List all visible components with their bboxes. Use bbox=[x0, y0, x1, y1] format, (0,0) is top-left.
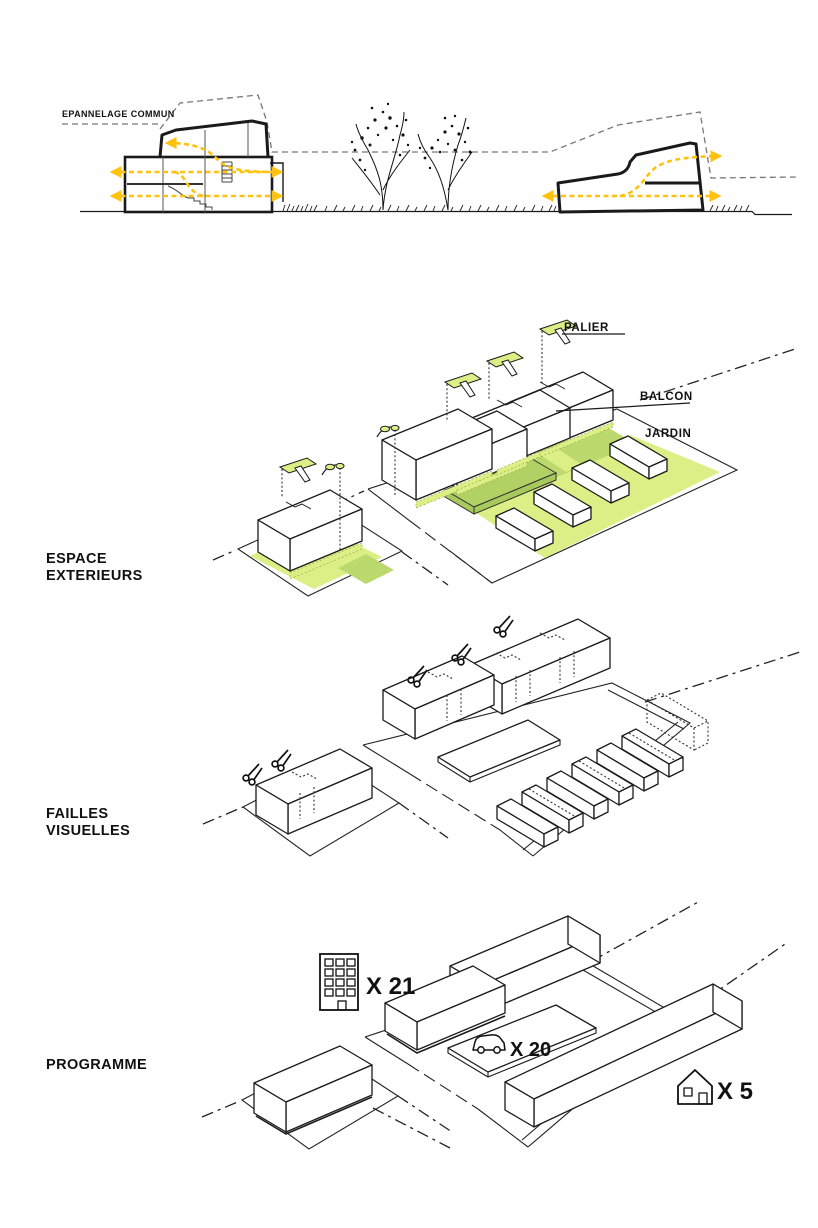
garden-row-houses bbox=[495, 435, 668, 552]
housing-bar bbox=[253, 1045, 373, 1135]
espace-section-title: ESPACE EXTERIEURS bbox=[46, 551, 143, 585]
programme-main-plot: X 20 bbox=[364, 915, 743, 1148]
circulation-arrows-left bbox=[109, 137, 284, 202]
espace-main-plot bbox=[367, 371, 739, 584]
grass-icon bbox=[282, 203, 750, 212]
palier-label: PALIER bbox=[564, 322, 609, 334]
programme-section-title: PROGRAMME bbox=[46, 1057, 147, 1074]
failles-section-title: FAILLES VISUELLES bbox=[46, 806, 130, 840]
ghost-volume bbox=[645, 692, 710, 751]
espace-annotations: PALIER BALCON JARDIN bbox=[555, 322, 693, 440]
cut-housing-block bbox=[382, 655, 495, 740]
house-icon bbox=[677, 1069, 713, 1105]
housing-block bbox=[257, 489, 363, 572]
right-building-section bbox=[541, 141, 723, 214]
site-section-drawing: EPANNELAGE COMMUN bbox=[62, 94, 799, 216]
houses-count-label: X 5 bbox=[717, 1078, 753, 1105]
apartment-building-icon bbox=[319, 953, 359, 1011]
failles-title-line1: FAILLES bbox=[46, 806, 109, 822]
height-envelope-line bbox=[62, 94, 799, 179]
scissors-icon bbox=[271, 749, 292, 772]
programme-left-plot bbox=[240, 1045, 400, 1150]
parking-count-label: X 20 bbox=[510, 1039, 551, 1061]
failles-title-line2: VISUELLES bbox=[46, 823, 131, 839]
balcony-strips bbox=[415, 421, 614, 509]
left-building-section bbox=[109, 119, 284, 214]
scissors-icon bbox=[242, 763, 263, 786]
failles-left-plot bbox=[241, 748, 401, 857]
shared-deck-slab bbox=[443, 455, 558, 515]
cut-row-houses bbox=[496, 692, 710, 848]
cut-housing-block bbox=[255, 748, 373, 835]
circulation-arrows-right bbox=[541, 150, 723, 202]
apartments-count-label: X 21 bbox=[366, 973, 415, 1000]
envelope-label: EPANNELAGE COMMUN bbox=[62, 109, 175, 119]
housing-block bbox=[381, 408, 493, 501]
ground-line bbox=[80, 203, 792, 216]
tree-icon bbox=[350, 102, 473, 211]
espace-title-line1: ESPACE bbox=[46, 551, 107, 567]
jardin-label: JARDIN bbox=[645, 428, 691, 440]
car-icon bbox=[472, 1034, 506, 1054]
parking-slab: X 20 bbox=[447, 1004, 597, 1078]
palier-leader-lines bbox=[281, 331, 543, 552]
balcon-label: BALCON bbox=[640, 391, 693, 403]
scissors-icon bbox=[493, 615, 514, 638]
programme-title: PROGRAMME bbox=[46, 1057, 148, 1073]
housing-bar bbox=[384, 965, 506, 1054]
flat-slab bbox=[437, 719, 561, 783]
espace-left-plot bbox=[236, 489, 404, 597]
programme-diagram: X 20 X 21 bbox=[201, 900, 789, 1150]
failles-visuelles-diagram bbox=[202, 615, 801, 857]
plot-boundary-dashes bbox=[202, 651, 801, 839]
espace-title-line2: EXTERIEURS bbox=[46, 568, 143, 584]
failles-main-plot bbox=[362, 615, 710, 857]
housing-bar bbox=[504, 983, 743, 1128]
plot-boundary-dashes bbox=[201, 900, 789, 1149]
espace-exterieurs-diagram: PALIER BALCON JARDIN bbox=[212, 319, 796, 597]
